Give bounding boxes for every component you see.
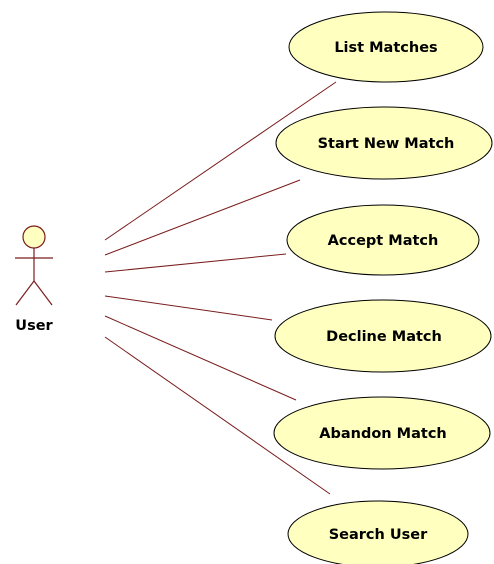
use-case-decline-match[interactable]: Decline Match — [274, 299, 492, 373]
association-line — [104, 295, 273, 321]
use-case-list-matches[interactable]: List Matches — [288, 11, 484, 83]
use-cases: List Matches Start New Match Accept Matc… — [273, 11, 493, 564]
association-line — [104, 253, 287, 273]
stick-figure-actor-icon — [15, 225, 53, 306]
use-case-ellipse — [274, 299, 492, 373]
use-case-label: Accept Match — [328, 233, 439, 249]
use-case-ellipse — [273, 396, 491, 470]
association-lines — [104, 81, 337, 495]
use-case-label: Search User — [329, 527, 428, 543]
use-case-ellipse — [286, 204, 480, 276]
use-case-label: Start New Match — [318, 136, 455, 152]
use-case-abandon-match[interactable]: Abandon Match — [273, 396, 491, 470]
association-line — [104, 315, 297, 401]
use-case-search-user[interactable]: Search User — [287, 500, 469, 564]
actor-label: User — [15, 318, 53, 334]
use-case-accept-match[interactable]: Accept Match — [286, 204, 480, 276]
use-case-ellipse — [288, 11, 484, 83]
association-line — [104, 179, 301, 256]
use-case-label: List Matches — [334, 40, 437, 56]
association-line — [104, 336, 331, 495]
use-case-ellipse — [275, 106, 493, 180]
use-case-label: Decline Match — [326, 329, 442, 345]
association-line — [104, 81, 337, 241]
use-case-ellipse — [287, 500, 469, 564]
use-case-start-new-match[interactable]: Start New Match — [275, 106, 493, 180]
use-case-label: Abandon Match — [319, 426, 446, 442]
actor-user[interactable]: User — [15, 225, 54, 334]
